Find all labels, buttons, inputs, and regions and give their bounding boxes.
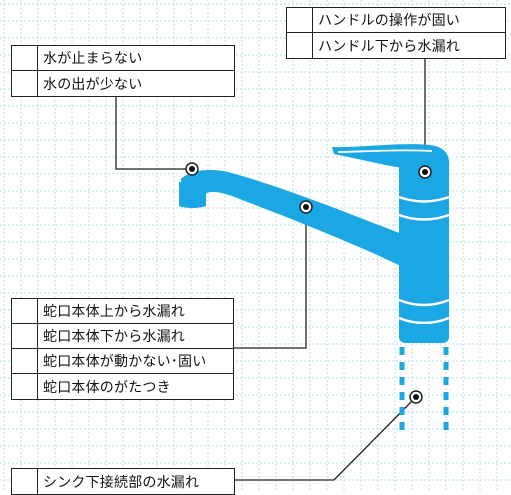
spout-outlet bbox=[179, 182, 206, 208]
checkbox[interactable] bbox=[12, 324, 38, 348]
checklist-label: ハンドルの操作が固い bbox=[318, 13, 460, 29]
marker-sink bbox=[409, 390, 423, 404]
supply-pipes bbox=[399, 347, 449, 433]
point-markers bbox=[185, 162, 432, 404]
body-cylinder bbox=[399, 156, 449, 343]
checklist-row[interactable]: 蛇口本体が動かない･固い bbox=[12, 349, 233, 374]
body-rings bbox=[337, 149, 450, 325]
checklist-row[interactable]: 水が止まらない bbox=[12, 46, 234, 71]
checkbox[interactable] bbox=[287, 33, 313, 58]
checklist-label: 蛇口本体下から水漏れ bbox=[43, 329, 185, 345]
label-box-handle: ハンドルの操作が固い ハンドル下から水漏れ bbox=[286, 7, 506, 59]
spout-arm bbox=[181, 170, 414, 268]
checklist-label: 水の出が少ない bbox=[43, 76, 143, 93]
checklist-label: 水が止まらない bbox=[43, 51, 143, 67]
checkbox[interactable] bbox=[12, 46, 38, 70]
checkbox[interactable] bbox=[12, 299, 38, 323]
leader-line-spout bbox=[115, 95, 191, 170]
handle-lever bbox=[332, 144, 450, 168]
checklist-row[interactable]: 水の出が少ない bbox=[12, 71, 234, 96]
checkbox[interactable] bbox=[287, 8, 313, 32]
marker-spout bbox=[185, 162, 199, 176]
checklist-row[interactable]: 蛇口本体下から水漏れ bbox=[12, 324, 233, 349]
checkbox[interactable] bbox=[12, 374, 38, 399]
checklist-row[interactable]: シンク下接続部の水漏れ bbox=[12, 469, 234, 494]
checklist-label: ハンドル下から水漏れ bbox=[318, 38, 460, 55]
faucet-shape bbox=[179, 144, 450, 343]
checkbox[interactable] bbox=[12, 71, 38, 96]
checklist-label: 蛇口本体が動かない･固い bbox=[43, 354, 207, 370]
marker-handle bbox=[418, 165, 432, 179]
marker-body bbox=[299, 200, 313, 214]
checklist-row[interactable]: 蛇口本体上から水漏れ bbox=[12, 299, 233, 324]
checkbox[interactable] bbox=[12, 469, 38, 494]
checklist-row[interactable]: ハンドルの操作が固い bbox=[287, 8, 505, 33]
checklist-row[interactable]: 蛇口本体のがたつき bbox=[12, 374, 233, 399]
checklist-label: 蛇口本体のがたつき bbox=[43, 379, 171, 396]
checkbox[interactable] bbox=[12, 349, 38, 373]
leader-line-sink bbox=[235, 396, 417, 481]
checklist-label: 蛇口本体上から水漏れ bbox=[43, 304, 185, 320]
label-box-sink: シンク下接続部の水漏れ bbox=[11, 468, 235, 495]
checklist-label: シンク下接続部の水漏れ bbox=[43, 474, 200, 491]
leader-lines bbox=[115, 58, 426, 481]
checklist-row[interactable]: ハンドル下から水漏れ bbox=[287, 33, 505, 58]
label-box-body: 蛇口本体上から水漏れ 蛇口本体下から水漏れ 蛇口本体が動かない･固い 蛇口本体の… bbox=[11, 298, 234, 400]
label-box-spout: 水が止まらない 水の出が少ない bbox=[11, 45, 235, 97]
leader-line-body bbox=[234, 207, 307, 349]
